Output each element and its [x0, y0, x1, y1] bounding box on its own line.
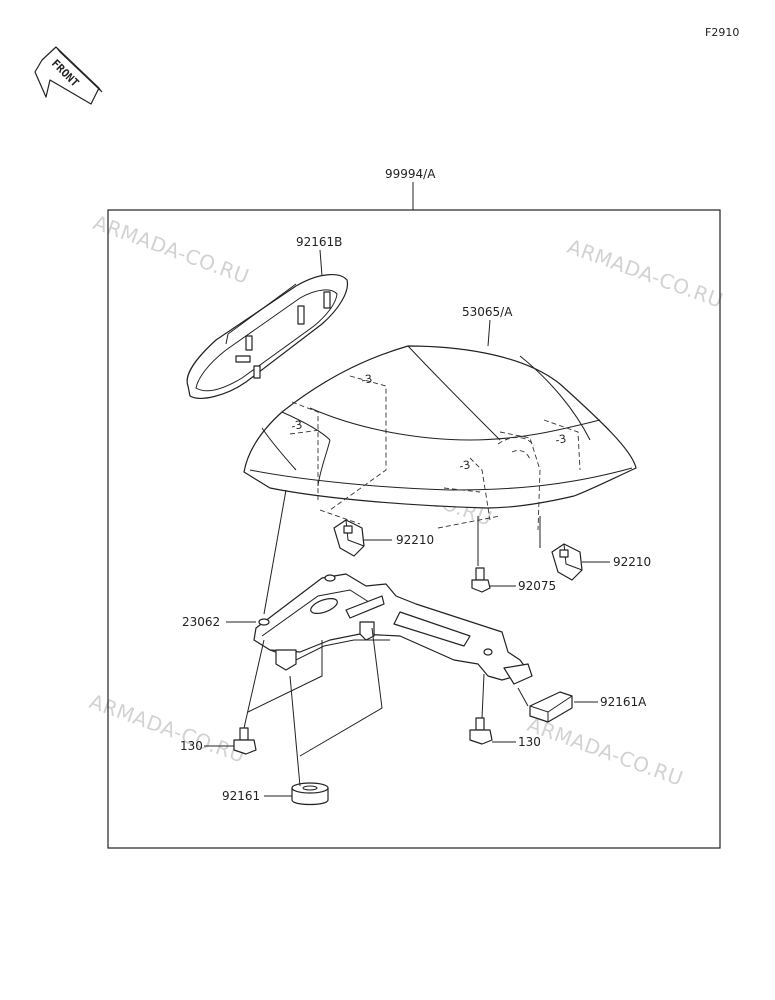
- clip-left-part: [333, 519, 392, 557]
- label-bolt-center: 92075: [518, 579, 556, 593]
- label-bolt-right: 130: [518, 735, 541, 749]
- watermark-4: ARMADA-CO.RU: [86, 689, 248, 768]
- watermark-5: ARMADA-CO.RU: [524, 712, 686, 791]
- label-clip-right: 92210: [613, 555, 651, 569]
- figure-code: F2910: [705, 26, 739, 39]
- bolt-left-part: [204, 727, 257, 755]
- svg-text:-3: -3: [458, 458, 471, 473]
- label-pad-a: 92161A: [600, 695, 647, 709]
- svg-text:-3: -3: [554, 432, 567, 447]
- pad-b-part: [186, 249, 349, 399]
- pad-a-part: [529, 691, 598, 723]
- svg-text:-3: -3: [360, 372, 373, 387]
- bolt-right-part: [469, 717, 516, 745]
- kit-label: 99994/A: [385, 167, 436, 181]
- label-spacer: 92161: [222, 789, 260, 803]
- label-seat-cover: 53065/A: [462, 305, 513, 319]
- label-bracket: 23062: [182, 615, 220, 629]
- watermark-1: ARMADA-CO.RU: [90, 210, 252, 289]
- label-pad-b: 92161B: [296, 235, 342, 249]
- front-arrow-icon: FRONT: [34, 46, 103, 105]
- spacer-part: [264, 782, 329, 806]
- bracket-part: [226, 573, 533, 685]
- kit-frame: [107, 209, 721, 849]
- clip-right-part: [551, 543, 610, 581]
- watermark-2: ARMADA-CO.RU: [564, 234, 726, 313]
- label-bolt-left: 130: [180, 739, 203, 753]
- seat-cover-part: -3 -3 -3 -3: [243, 319, 637, 531]
- bolt-center-part: [471, 516, 516, 593]
- assembly-lines: [243, 489, 541, 787]
- svg-text:-3: -3: [290, 418, 303, 433]
- label-clip-left: 92210: [396, 533, 434, 547]
